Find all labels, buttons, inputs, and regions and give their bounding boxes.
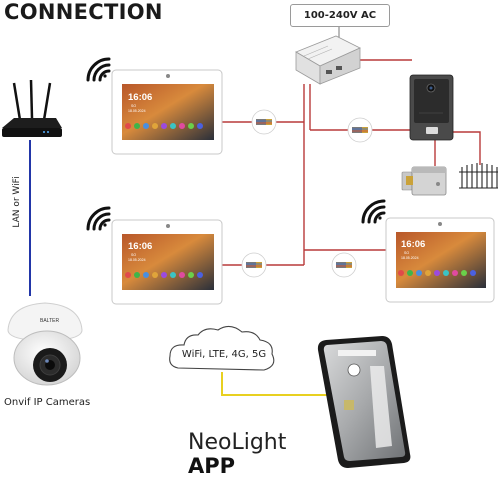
wire-app [221, 372, 331, 396]
monitor-app-icons [125, 272, 203, 278]
wifi-icon [361, 199, 386, 224]
monitor-time: 16:06 [128, 241, 152, 252]
monitor-1: 16:06 SO 18.05.2024 [86, 57, 223, 155]
monitor-app-icons [398, 270, 476, 276]
connector-icon [347, 117, 373, 143]
monitor-date: 18.05.2024 [128, 109, 146, 113]
monitor-date: 18.05.2024 [128, 258, 146, 262]
gate-icon [459, 163, 498, 189]
connector-icon [241, 252, 267, 278]
monitor-time: 16:06 [401, 239, 425, 250]
monitor-day: SO [404, 251, 409, 255]
wire-door-gate [453, 131, 481, 165]
camera-brand: BALTER [40, 318, 59, 324]
monitor-icon: 16:06 SO 18.05.2024 [111, 69, 223, 155]
smartphone-icon [317, 336, 411, 468]
monitor-date: 18.05.2024 [401, 256, 419, 260]
lan-label: LAN or WiFi [12, 176, 22, 228]
monitor-3: 16:06 SO 18.05.2024 [361, 199, 495, 303]
connector-icon [251, 109, 277, 135]
camera-label: Onvif IP Cameras [4, 397, 91, 408]
monitor-app-icons [125, 123, 203, 129]
monitor-icon: 16:06 SO 18.05.2024 [385, 217, 495, 303]
wifi-icon [86, 57, 111, 82]
cloud-label: WiFi, LTE, 4G, 5G [181, 349, 267, 360]
app-title: NeoLight [188, 430, 287, 455]
monitor-icon: 16:06 SO 18.05.2024 [111, 219, 223, 305]
monitor-day: SO [131, 104, 136, 108]
power-supply-label: 100-240V AC [290, 4, 390, 27]
monitor-time: 16:06 [128, 92, 152, 103]
cloud-icon [169, 325, 275, 371]
electric-lock-icon [401, 166, 447, 196]
door-station-icon [409, 74, 454, 141]
page-title: CONNECTION [4, 0, 163, 24]
monitor-2: 16:06 SO 18.05.2024 [86, 206, 223, 305]
monitor-day: SO [131, 253, 136, 257]
dome-camera-icon: BALTER [7, 302, 83, 386]
power-supply-icon [295, 26, 361, 85]
wifi-icon [86, 206, 111, 231]
connector-icon [331, 252, 357, 278]
router-icon [2, 79, 62, 137]
app-subtitle: APP [188, 454, 236, 478]
